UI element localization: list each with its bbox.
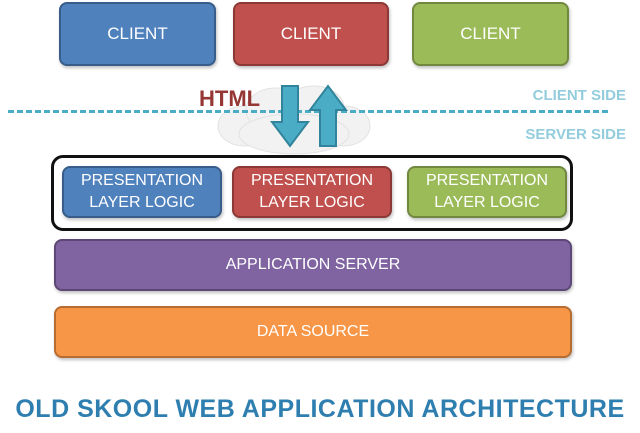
up-arrow-icon <box>308 84 348 147</box>
diagram-title: OLD SKOOL WEB APPLICATION ARCHITECTURE <box>15 395 625 423</box>
client-label: CLIENT <box>107 24 168 43</box>
presentation-layer-label: PRESENTATION LAYER LOGIC <box>250 172 374 211</box>
client-label: CLIENT <box>460 24 521 43</box>
client-box: CLIENT <box>59 2 216 66</box>
application-server-box: APPLICATION SERVER <box>54 239 572 291</box>
application-server-label: APPLICATION SERVER <box>225 256 401 273</box>
presentation-layer-box: PRESENTATION LAYER LOGIC <box>232 166 392 218</box>
client-side-label: CLIENT SIDE <box>532 87 626 104</box>
html-label: HTML <box>199 86 261 111</box>
client-server-boundary-line <box>8 110 608 113</box>
presentation-layer-box: PRESENTATION LAYER LOGIC <box>407 166 567 218</box>
server-side-label: SERVER SIDE <box>525 126 626 143</box>
presentation-layer-label: PRESENTATION LAYER LOGIC <box>425 172 549 211</box>
client-box: CLIENT <box>412 2 569 66</box>
data-source-box: DATA SOURCE <box>54 306 572 358</box>
presentation-layer-frame <box>51 155 573 231</box>
arrows-group <box>270 84 348 148</box>
data-source-label: DATA SOURCE <box>256 323 370 340</box>
down-arrow-icon <box>270 85 310 148</box>
client-label: CLIENT <box>280 24 342 43</box>
presentation-layer-box: PRESENTATION LAYER LOGIC <box>62 166 222 218</box>
presentation-layer-label: PRESENTATION LAYER LOGIC <box>80 172 204 211</box>
client-box: CLIENT <box>233 2 389 66</box>
